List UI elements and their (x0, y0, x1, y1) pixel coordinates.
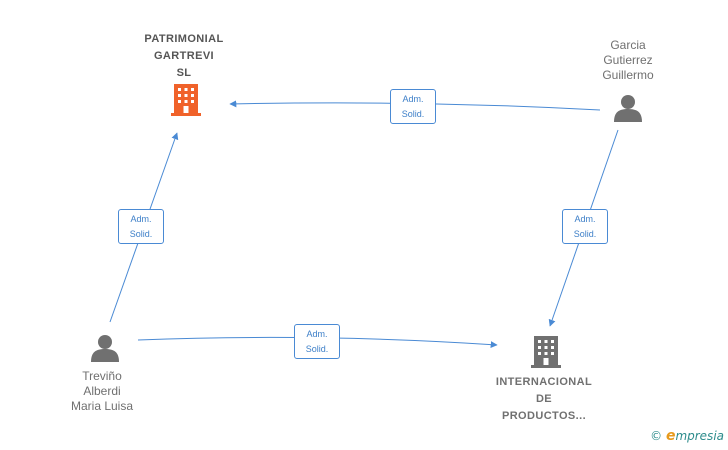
person-icon (614, 95, 642, 122)
logo-letter: e (665, 428, 676, 444)
logo-text: mpresia (675, 429, 724, 443)
edge-label-trevino-internacional: Adm. Solid. (294, 324, 340, 359)
building-icon (531, 336, 561, 368)
empresia-logo: © empresia (650, 428, 724, 444)
node-label-internacional[interactable]: INTERNACIONAL DE PRODUCTOS... (495, 376, 593, 422)
edge-label-garcia-patrimonial: Adm. Solid. (390, 89, 436, 124)
building-icon (171, 84, 201, 116)
person-icon (91, 335, 119, 362)
edge-label-trevino-patrimonial: Adm. Solid. (118, 209, 164, 244)
node-label-garcia[interactable]: Garcia Gutierrez Guillermo (602, 38, 654, 82)
node-label-trevino[interactable]: Treviño Alberdi Maria Luisa (70, 369, 134, 413)
node-label-patrimonial[interactable]: PATRIMONIAL GARTREVI SL (144, 33, 224, 79)
copyright-symbol: © (650, 429, 663, 443)
edge-label-garcia-internacional: Adm. Solid. (562, 209, 608, 244)
